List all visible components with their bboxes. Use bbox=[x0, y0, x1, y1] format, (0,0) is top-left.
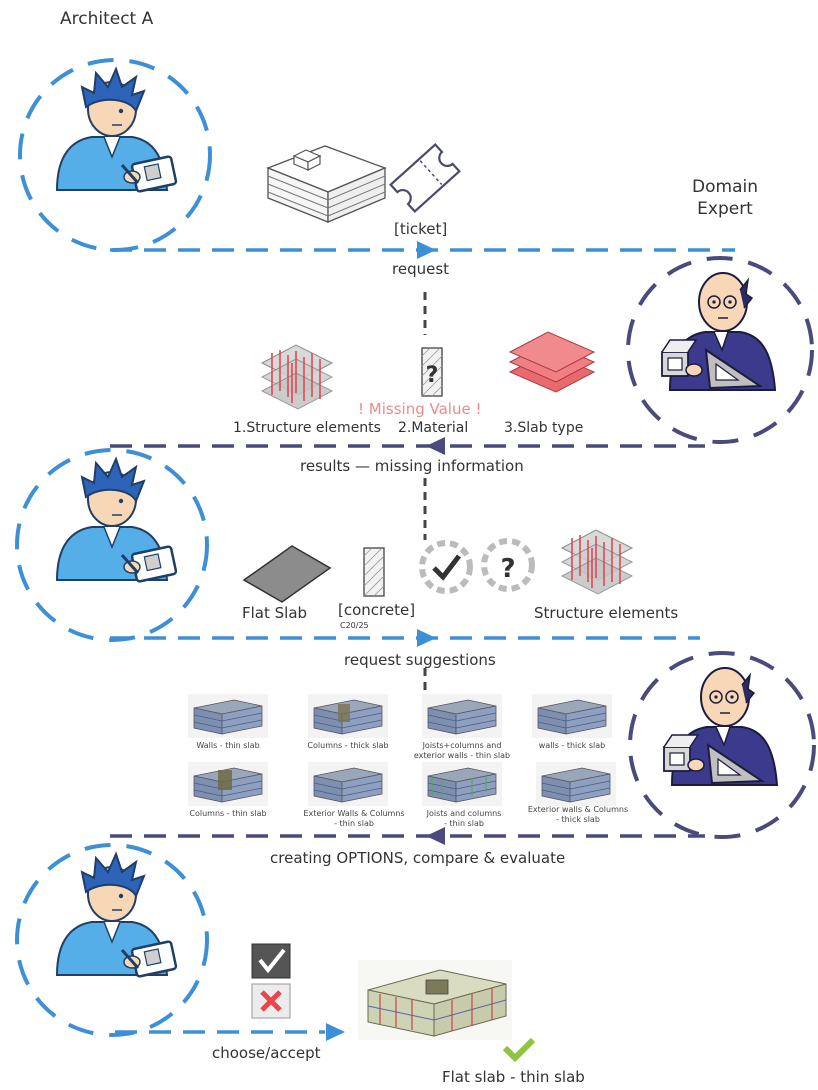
slab-type-icon bbox=[508, 331, 596, 393]
slab-type-label: 3.Slab type bbox=[504, 420, 584, 436]
material-label: 2.Material bbox=[398, 420, 469, 436]
results-missing-label: results — missing information bbox=[300, 457, 524, 475]
check-circle-icon bbox=[419, 540, 473, 594]
option-label-1: Walls - thin slab bbox=[196, 741, 260, 750]
structure-elements-label: 1.Structure elements bbox=[233, 420, 381, 436]
request-label: request bbox=[392, 260, 450, 278]
architect-figure-3 bbox=[15, 843, 209, 1037]
flat-slab-label: Flat Slab bbox=[242, 604, 308, 622]
domain-expert-line1: Domain bbox=[692, 177, 758, 197]
option-thumbnail-5[interactable] bbox=[188, 762, 268, 806]
accepted-check-icon bbox=[502, 1037, 536, 1063]
architect-figure-1 bbox=[18, 58, 212, 252]
flat-slab-icon bbox=[242, 545, 332, 603]
option-label-4: walls - thick slab bbox=[538, 741, 606, 750]
domain-expert-label: Domain Expert bbox=[685, 176, 765, 220]
option-thumbnail-6[interactable] bbox=[308, 762, 388, 806]
concrete-label: [concrete] bbox=[338, 601, 416, 619]
structure-elements-icon bbox=[261, 344, 333, 410]
missing-value-label: ! Missing Value ! bbox=[358, 400, 482, 418]
option-label-7: Joists and columns- thin slab bbox=[426, 809, 502, 828]
option-thumbnail-4[interactable] bbox=[532, 694, 612, 738]
creating-options-label: creating OPTIONS, compare & evaluate bbox=[270, 849, 566, 867]
option-label-2: Columns - thick slab bbox=[307, 741, 389, 750]
ticket-label: [ticket] bbox=[394, 220, 448, 238]
structure-elements-icon-2 bbox=[561, 529, 633, 595]
svg-text:?: ? bbox=[500, 554, 515, 584]
building-outline-icon bbox=[266, 145, 387, 223]
option-label-5: Columns - thin slab bbox=[189, 809, 267, 818]
architect-label: Architect A bbox=[60, 9, 154, 29]
option-label-6: Exterior Walls & Columns- thin slab bbox=[303, 809, 405, 828]
concrete-material-icon bbox=[363, 547, 385, 597]
arrow-request bbox=[110, 241, 735, 259]
option-thumbnail-2[interactable] bbox=[308, 694, 388, 738]
option-thumbnail-1[interactable] bbox=[188, 694, 268, 738]
arrow-choose bbox=[115, 1023, 345, 1041]
option-thumbnail-8[interactable] bbox=[536, 762, 616, 806]
concrete-grade-label: C20/25 bbox=[340, 621, 369, 630]
choose-accept-label: choose/accept bbox=[212, 1044, 321, 1062]
accept-checkbox-icon[interactable] bbox=[251, 943, 291, 979]
expert-figure-1 bbox=[626, 256, 814, 444]
result-building-image bbox=[358, 960, 512, 1040]
material-unknown-icon: ? bbox=[421, 347, 443, 397]
question-circle-icon: ? bbox=[481, 538, 535, 592]
arrow-options bbox=[110, 827, 705, 845]
arrow-request-suggestions bbox=[110, 629, 700, 647]
option-label-8: Exterior walls & Columns- thick slab bbox=[527, 805, 629, 824]
domain-expert-line2: Expert bbox=[697, 199, 753, 219]
option-thumbnail-3[interactable] bbox=[422, 694, 502, 738]
reject-checkbox-icon[interactable] bbox=[251, 983, 291, 1019]
ticket-icon bbox=[389, 142, 461, 214]
architect-figure-2 bbox=[15, 448, 209, 642]
request-suggestions-label: request suggestions bbox=[344, 651, 496, 669]
result-label: Flat slab - thin slab bbox=[442, 1068, 585, 1086]
option-thumbnail-7[interactable] bbox=[422, 762, 502, 806]
expert-figure-2 bbox=[628, 651, 816, 839]
arrow-results bbox=[110, 437, 705, 455]
svg-text:?: ? bbox=[426, 363, 439, 388]
structure-elements-label-2: Structure elements bbox=[534, 604, 679, 622]
